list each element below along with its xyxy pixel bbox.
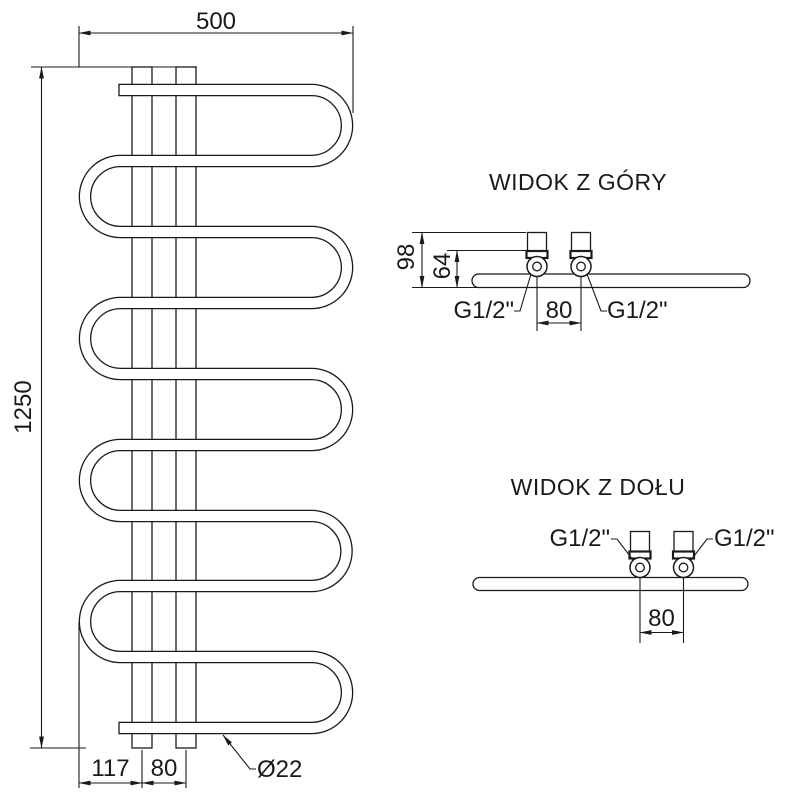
bottom-view-rail — [472, 576, 749, 592]
bottom-view-thread-left-leader — [611, 538, 634, 561]
serpentine-tube-fill — [80, 85, 352, 733]
fitting-outer-circle — [672, 556, 695, 579]
fitting-outer-circle — [629, 556, 651, 579]
depth-dimension-label: 98 — [393, 244, 420, 271]
inner-depth-dimension-label: 64 — [429, 253, 456, 280]
top-view-fitting-right — [569, 231, 593, 278]
fitting-pipe — [526, 231, 548, 252]
fitting-inner-circle — [678, 562, 689, 573]
bottom-view-fitting-left — [628, 530, 652, 579]
top-view: WIDOK Z GÓRY 98 64 80 — [393, 169, 751, 331]
fitting-pipe — [673, 530, 694, 553]
collector-bar-left — [131, 66, 153, 749]
top-view-rail — [471, 273, 751, 289]
top-view-thread-left-label: G1/2" — [453, 297, 514, 324]
width-dimension-label: 500 — [196, 8, 236, 35]
fitting-inner-circle — [635, 562, 645, 573]
collector-bar-right — [175, 66, 197, 749]
fitting-outer-circle — [526, 255, 548, 278]
fitting-pipe — [629, 530, 651, 553]
fitting-outer-circle — [570, 255, 592, 278]
top-view-fitting-left — [525, 231, 549, 278]
front-view: 500 1250 117 80 Ø22 — [10, 8, 354, 788]
top-view-title: WIDOK Z GÓRY — [489, 169, 667, 195]
bottom-view: WIDOK Z DOŁU 80 G1/2" G1/2" — [472, 474, 775, 643]
bottom-view-thread-right-label: G1/2" — [714, 525, 775, 552]
top-view-thread-right-label: G1/2" — [607, 297, 668, 324]
bottom-view-thread-left-label: G1/2" — [549, 525, 610, 552]
fitting-inner-circle — [576, 261, 586, 272]
top-view-spacing-label: 80 — [546, 297, 573, 324]
height-extension-lines — [30, 66, 197, 749]
diameter-label: Ø22 — [257, 756, 302, 783]
serpentine-tube-outline — [78, 83, 354, 735]
offset-dimension-label: 117 — [91, 755, 129, 782]
bottom-view-title: WIDOK Z DOŁU — [511, 474, 686, 500]
top-view-thread-right-leader — [586, 273, 607, 312]
top-view-thread-left-leader — [514, 273, 532, 312]
bar-spacing-dimension-label: 80 — [151, 755, 178, 782]
bottom-view-thread-right-leader — [690, 538, 713, 561]
width-extension-lines — [78, 26, 354, 113]
diameter-leader-line — [222, 734, 256, 770]
bottom-view-spacing-label: 80 — [648, 605, 675, 632]
height-dimension-label: 1250 — [10, 380, 37, 433]
fitting-pipe — [570, 231, 592, 252]
fitting-inner-circle — [532, 261, 542, 272]
bottom-view-fitting-right — [671, 530, 696, 579]
